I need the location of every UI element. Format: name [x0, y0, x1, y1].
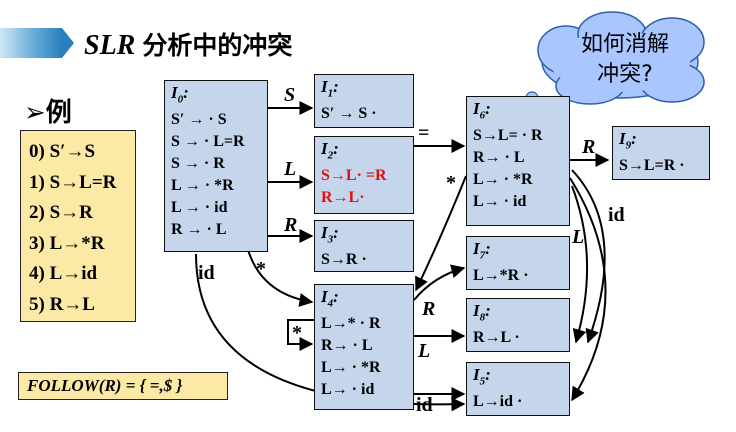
state-I4: I4: L→* · R R→ · L L→ · *R L→ · id — [314, 284, 414, 410]
state-I8-item: R→L · — [473, 329, 520, 347]
state-I6-item: R→ · L — [473, 149, 525, 167]
cloud-line-2: 冲突? — [597, 62, 653, 87]
state-I2-conflict-item: R→L· — [321, 189, 365, 207]
state-I5-item: L→id · — [473, 393, 523, 411]
state-I5-label: I5: — [473, 365, 491, 388]
edge-label-star: * — [446, 172, 456, 194]
production-4: 4) L→id — [29, 263, 98, 284]
state-I6-sub: 6 — [479, 109, 486, 122]
state-I5: I5: L→id · — [466, 362, 570, 416]
edge-label-star: * — [256, 258, 266, 280]
state-I4-label: I4: — [321, 287, 339, 310]
production-1: 1) S→L=R — [29, 171, 117, 193]
state-I9-sub: 9 — [625, 139, 632, 152]
state-I8-sub: 8 — [479, 311, 486, 324]
state-I6-item: L→ · id — [473, 193, 527, 211]
edge-label-R: R — [422, 298, 436, 320]
edge-label-eq: = — [418, 122, 430, 144]
state-I0: I0: S′ → · S S → · L=R S → · R L → · *R … — [164, 80, 268, 252]
state-I2-label: I2: — [321, 139, 339, 162]
title-zh: 分析中的冲突 — [142, 31, 293, 60]
edge-label-R: R — [582, 136, 596, 158]
state-I9: I9: S→L=R · — [612, 126, 710, 180]
state-I2-conflict-item: S→L· =R — [321, 167, 387, 185]
state-I8-label: I8: — [473, 301, 491, 324]
thought-cloud — [504, 11, 705, 120]
state-I6-label: I6: — [473, 99, 491, 122]
state-I0-item: S → · L=R — [171, 133, 245, 151]
state-I9-label: I9: — [619, 129, 637, 152]
bullet-text: 例 — [45, 98, 72, 128]
edge-label-id: id — [416, 394, 433, 416]
state-I7-item: L→*R · — [473, 267, 529, 285]
state-I6-item: L→ · *R — [473, 171, 533, 189]
cloud-question: 如何消解 冲突? — [560, 30, 690, 90]
production-2: 2) S→R — [29, 202, 93, 223]
state-I3: I3: S→R · — [314, 220, 414, 272]
state-I4-item: L→ · *R — [321, 359, 381, 377]
state-I9-item: S→L=R · — [619, 157, 685, 175]
edge-label-star: * — [292, 322, 302, 344]
cloud-line-1: 如何消解 — [580, 32, 669, 57]
edge-label-L: L — [284, 158, 297, 180]
state-I6: I6: S→L= · R R→ · L L→ · *R L→ · id — [466, 96, 570, 226]
state-I7-sub: 7 — [479, 249, 486, 262]
production-3: 3) L→*R — [29, 232, 105, 254]
state-I0-label: I0: — [171, 83, 189, 106]
edge-label-id: id — [198, 262, 215, 284]
state-I0-item: S → · R — [171, 155, 225, 173]
production-0: 0) S′→S — [29, 141, 96, 162]
state-I3-item: S→R · — [321, 251, 367, 269]
state-I1: I1: S′ → S · — [314, 74, 414, 128]
title-decoration-bar — [0, 28, 62, 58]
title-decoration-arrow — [62, 28, 74, 58]
edge-label-id: id — [608, 204, 625, 226]
state-I6-item: S→L= · R — [473, 127, 543, 145]
state-I4-sub: 4 — [327, 297, 334, 310]
example-bullet: ➢例 — [24, 98, 72, 128]
edge-label-R: R — [284, 214, 298, 236]
follow-set-box: FOLLOW(R) = { =,$ } — [18, 372, 228, 400]
grammar-box: 0) S′→S 1) S→L=R 2) S→R 3) L→*R 4) L→id … — [20, 130, 136, 322]
state-I3-label: I3: — [321, 223, 339, 246]
state-I7-label: I7: — [473, 239, 491, 262]
slide-title: SLR 分析中的冲突 — [84, 26, 292, 62]
state-I4-item: L→* · R — [321, 315, 381, 333]
state-I0-item: R → · L — [171, 221, 227, 239]
edge-label-L: L — [572, 226, 585, 248]
state-I1-item: S′ → S · — [321, 105, 377, 123]
title-en: SLR — [84, 30, 136, 61]
state-I8: I8: R→L · — [466, 298, 570, 352]
state-I7: I7: L→*R · — [466, 236, 570, 290]
state-I4-item: R→ · L — [321, 337, 373, 355]
state-I3-sub: 3 — [327, 233, 334, 246]
edge-label-S: S — [284, 84, 296, 106]
state-I2-sub: 2 — [327, 149, 334, 162]
state-I4-item: L→ · id — [321, 381, 375, 399]
state-I2: I2: S→L· =R R→L· — [314, 136, 414, 214]
state-I0-item: L → · *R — [171, 177, 234, 195]
state-I1-sub: 1 — [327, 87, 334, 100]
state-I5-sub: 5 — [479, 375, 486, 388]
state-I1-label: I1: — [321, 77, 339, 100]
state-I0-sub: 0 — [177, 93, 184, 106]
state-I0-item: L → · id — [171, 199, 228, 217]
production-5: 5) R→L — [29, 293, 95, 315]
state-I0-item: S′ → · S — [171, 111, 227, 129]
edge-label-L: L — [418, 340, 431, 362]
